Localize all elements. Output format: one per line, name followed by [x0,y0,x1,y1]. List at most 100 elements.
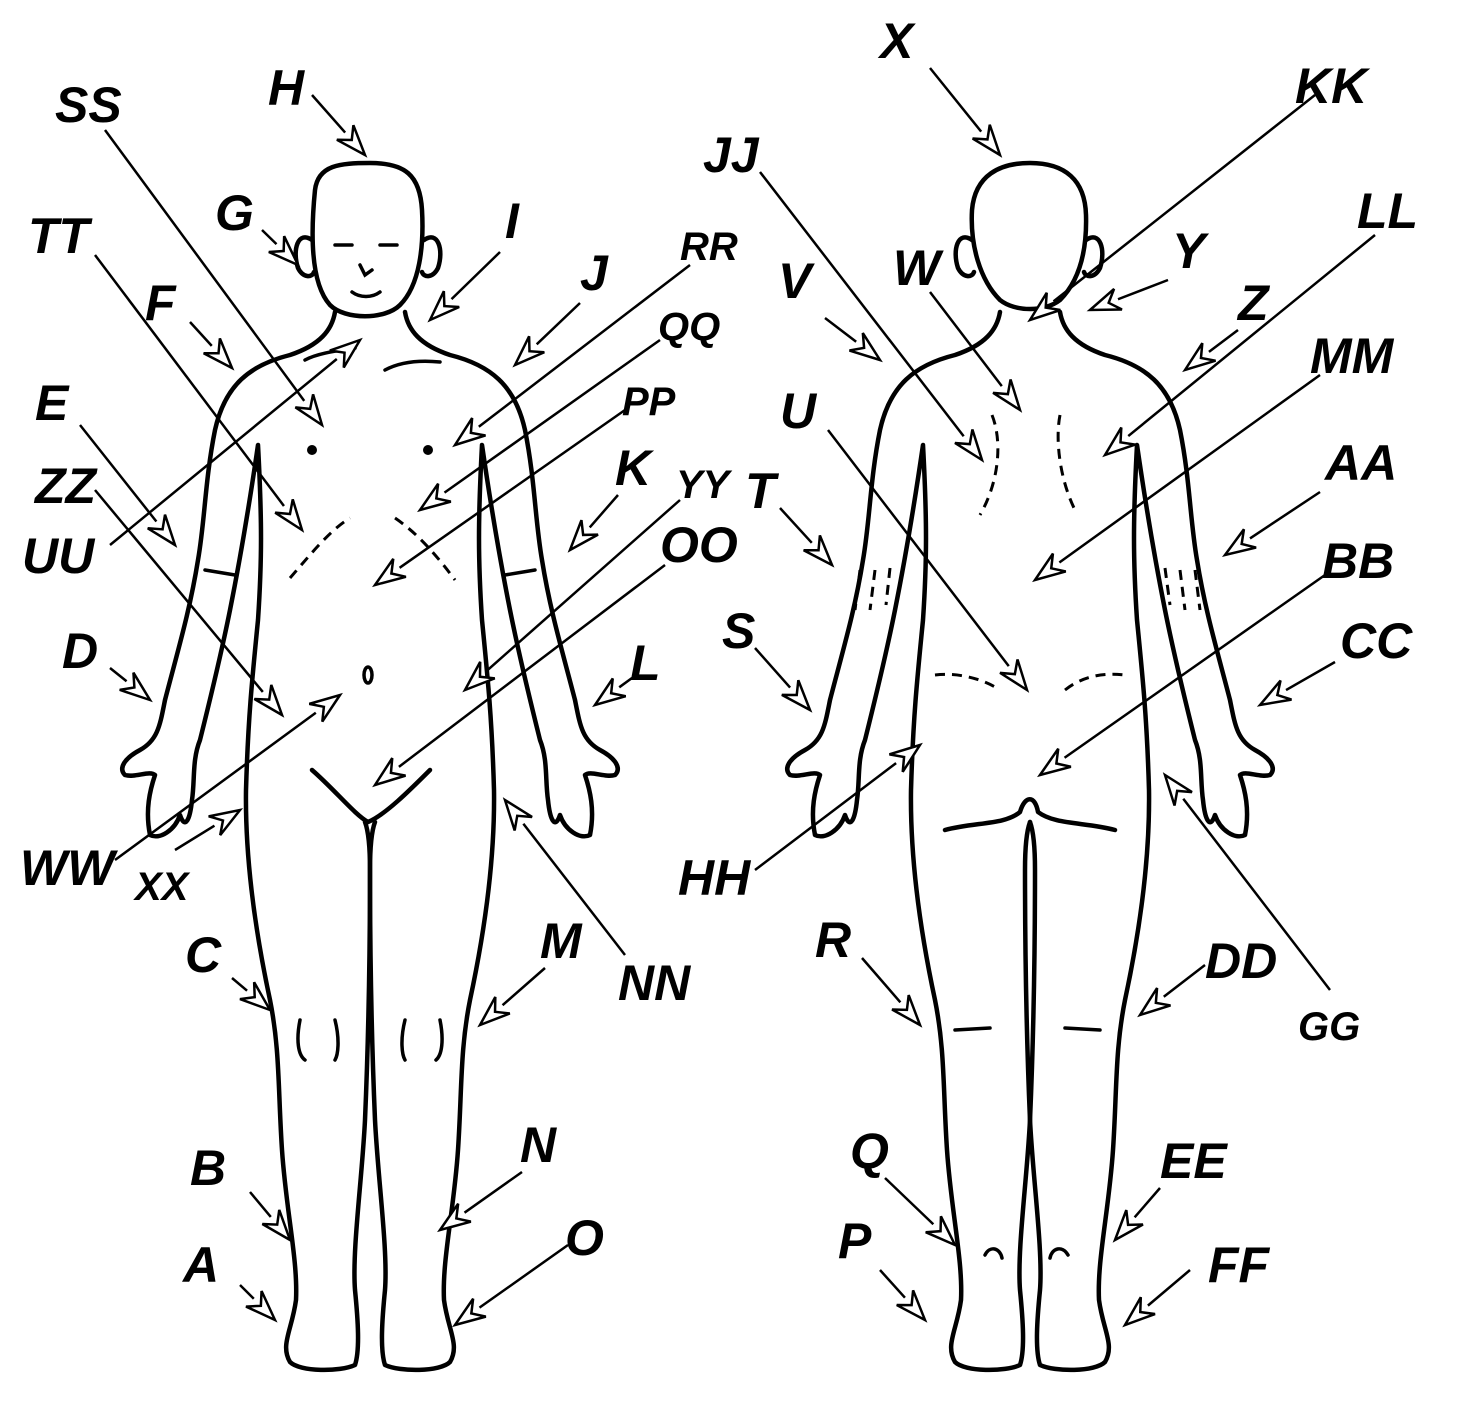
label-text: WW [20,840,118,896]
arrowhead-icon [239,981,273,1013]
pointer-line [861,957,902,1004]
arrowhead-icon [253,684,285,718]
back-left-ear [953,235,977,279]
pointer-line [1285,660,1336,692]
pointer-line [231,977,248,992]
arrowhead-icon [803,534,835,568]
label-c: C [185,927,273,1013]
label-j: J [512,245,609,368]
label-kk: KK [1027,58,1371,323]
pointer-line [443,338,661,494]
label-cc: CC [1256,613,1413,707]
rib-lines [288,516,457,581]
front-body-left-outline [122,312,370,1370]
arrowhead-icon [261,1209,293,1243]
label-text: U [780,383,818,439]
label-text: CC [1340,613,1413,669]
heel-lines [983,1247,1070,1260]
arrowhead-icon [119,672,153,703]
front-left-ear [293,235,317,279]
arrowhead-icon [274,499,305,533]
label-text: E [35,375,70,431]
arrowhead-icon [849,332,883,363]
pointer-line [1117,278,1169,301]
label-q: Q [850,1123,958,1248]
label-text: UU [22,528,96,584]
label-d: D [62,623,153,703]
pointer-line [311,94,347,134]
label-text: J [580,245,609,301]
arrowhead-icon [1086,288,1123,312]
label-text: PP [622,380,676,424]
pointer-line [189,321,213,347]
lower-back-lines [934,672,1126,692]
label-text: EE [1160,1133,1228,1189]
arrowhead-icon [336,124,368,158]
label-text: P [838,1213,872,1269]
label-text: ZZ [33,458,99,514]
pointer-line [1249,490,1321,540]
pointer-line [929,67,983,133]
label-aa: AA [1221,435,1397,558]
label-text: A [181,1237,219,1293]
label-text: XX [133,865,191,909]
label-text: V [778,253,815,309]
pointer-line [478,264,691,428]
arrowhead-icon [203,337,235,371]
groin-line [309,767,433,825]
label-text: R [815,912,851,968]
arrowhead-icon [891,994,923,1028]
label-uu: UU [22,337,363,584]
pointer-line [450,251,501,300]
label-text: H [268,60,305,116]
pointer-line [1147,1269,1191,1307]
arrowhead-icon [372,757,406,788]
label-r: R [815,912,923,1028]
label-ll: LL [1102,183,1418,458]
arrowhead-icon [1162,772,1193,806]
pointer-line [754,762,897,871]
pointer-line [486,499,681,672]
label-u: U [780,383,1030,693]
arrowhead-icon [1122,1296,1156,1328]
label-text: Q [850,1123,889,1179]
arrowhead-icon [999,659,1030,693]
arrowhead-icon [308,692,343,723]
label-ff: FF [1122,1237,1271,1328]
arrowhead-icon [1137,987,1171,1018]
label-n: N [437,1117,557,1233]
label-t: T [745,463,835,568]
label-text: JJ [703,127,760,183]
arrowhead-icon [427,290,460,323]
label-g: G [215,185,301,268]
pointer-line [239,1284,255,1300]
shoulder-blade-lines [978,414,1077,516]
back-body-left-outline [787,312,1035,1370]
arrowhead-icon [1027,292,1061,323]
label-text: B [190,1140,226,1196]
face-features [333,243,399,299]
pointer-line [94,254,285,507]
pointer-line [249,1191,272,1218]
label-yy: YY [462,463,733,693]
label-bb: BB [1037,533,1394,778]
back-elbow-lines [853,567,1202,611]
label-text: KK [1295,58,1371,114]
label-e: E [35,375,178,548]
pointer-line [174,824,216,852]
label-text: AA [1323,435,1397,491]
pointer-line [535,302,581,346]
label-y: Y [1086,223,1210,312]
label-text: DD [1205,933,1277,989]
pointer-line [501,967,546,1007]
arrowhead-icon [294,393,325,428]
label-p: P [838,1213,928,1323]
front-right-ear [419,235,443,279]
right-nipple [423,445,433,455]
label-ss: SS [55,77,325,428]
label-text: FF [1208,1237,1271,1293]
label-text: Y [1172,223,1210,279]
arrowhead-icon [1112,1209,1144,1243]
